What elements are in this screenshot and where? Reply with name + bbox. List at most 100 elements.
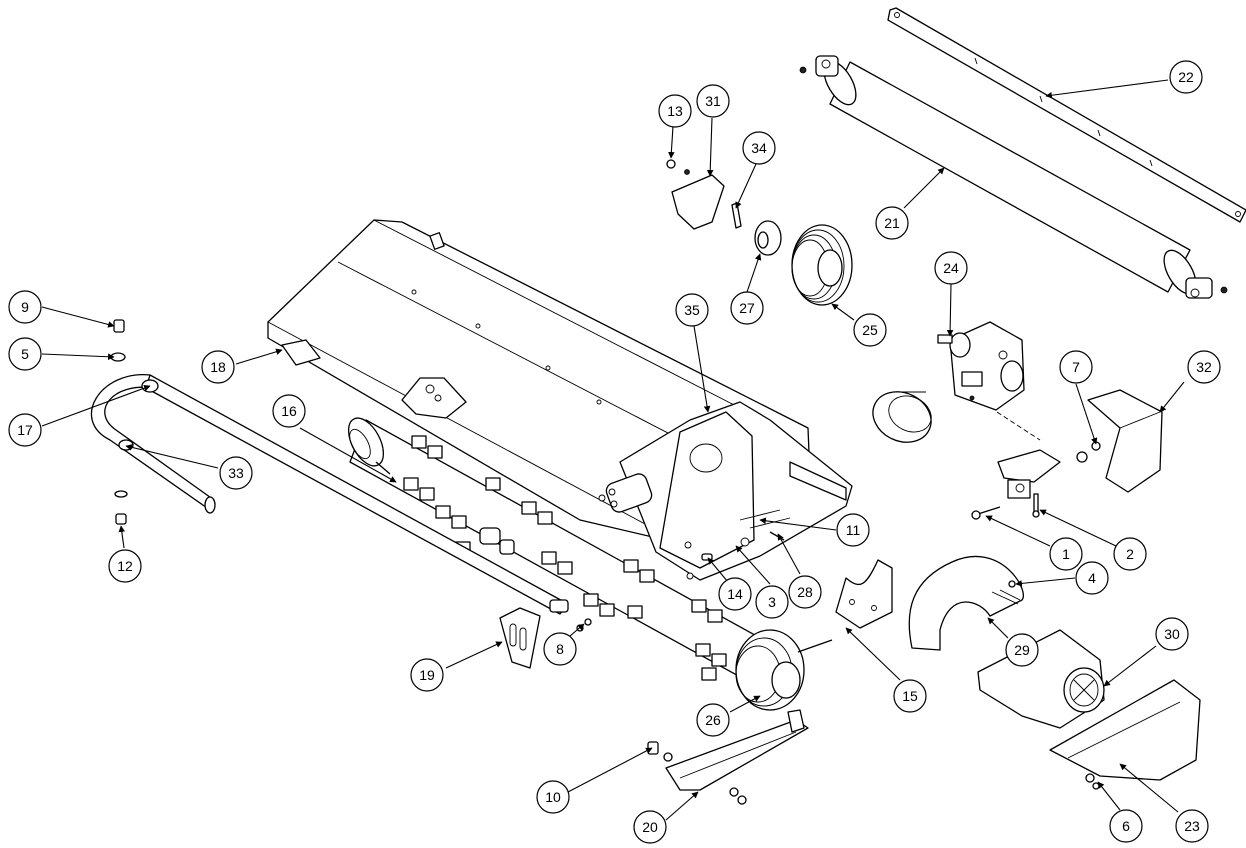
callout-4: 4: [1075, 561, 1109, 595]
callout-20: 20: [633, 810, 667, 844]
part-13-bolt: [666, 159, 690, 175]
leader-35: [693, 325, 711, 413]
callout-25: 25: [853, 313, 887, 347]
callout-1: 1: [1049, 537, 1083, 571]
callout-label-16: 16: [281, 403, 297, 419]
part-17-tube-bar: [90, 374, 569, 615]
part-29-belt-guard: [908, 555, 1024, 651]
part-10-bolt: [647, 741, 673, 762]
leader-33: [125, 444, 219, 469]
leader-19: [445, 641, 503, 669]
callout-15: 15: [893, 679, 927, 713]
leader-8: [569, 623, 585, 637]
callout-label-30: 30: [1164, 626, 1180, 642]
callout-label-6: 6: [1122, 818, 1130, 834]
leader-24: [946, 283, 954, 337]
part-27-bushing: [754, 220, 782, 256]
callout-27: 27: [730, 291, 764, 325]
callout-22: 22: [1169, 60, 1203, 94]
leader-32: [1159, 381, 1185, 413]
callout-label-20: 20: [642, 819, 658, 835]
callout-8: 8: [543, 632, 577, 666]
callout-34: 34: [742, 131, 776, 165]
part-24-gearbox: [937, 321, 1025, 411]
leader-15: [845, 627, 901, 681]
callout-24: 24: [934, 251, 968, 285]
part-1-bolt: [971, 506, 1001, 520]
part-25-pulley: [791, 224, 853, 306]
callout-label-24: 24: [943, 260, 959, 276]
leader-34: [735, 163, 757, 209]
leader-26: [729, 695, 761, 713]
leader-20: [665, 791, 699, 821]
callout-21: 21: [875, 206, 909, 240]
leader-29: [987, 617, 1009, 639]
callout-label-19: 19: [419, 667, 435, 683]
leader-5: [41, 353, 115, 361]
part-12-nut: [114, 490, 128, 525]
part-20-lower-bracket: [665, 709, 809, 791]
callout-label-28: 28: [797, 584, 813, 600]
leader-23: [1119, 763, 1179, 813]
callout-label-3: 3: [768, 594, 776, 610]
part-31-cover-plate: [671, 174, 725, 230]
callout-11: 11: [836, 513, 870, 547]
leader-2: [1039, 509, 1117, 547]
callout-10: 10: [536, 780, 570, 814]
callout-label-10: 10: [545, 789, 561, 805]
rotor-flail-knives: [403, 435, 727, 681]
callout-label-22: 22: [1178, 69, 1194, 85]
leader-lines: [41, 79, 1185, 821]
part-lifting-lug: [401, 377, 467, 419]
callout-29: 29: [1005, 633, 1039, 667]
callout-label-12: 12: [117, 558, 133, 574]
callout-label-15: 15: [902, 688, 918, 704]
callout-label-5: 5: [21, 346, 29, 362]
part-26-drive-pulley: [735, 629, 833, 711]
callout-label-32: 32: [1196, 359, 1212, 375]
callout-label-34: 34: [751, 140, 767, 156]
part-30-screen-cover: [977, 629, 1105, 729]
leader-30: [1103, 645, 1157, 687]
callout-32: 32: [1187, 350, 1221, 384]
callout-label-13: 13: [667, 103, 683, 119]
callout-17: 17: [8, 413, 42, 447]
callout-label-8: 8: [556, 641, 564, 657]
part-22-flat-plate: [887, 7, 1246, 223]
callout-14: 14: [718, 577, 752, 611]
callout-label-23: 23: [1184, 818, 1200, 834]
leader-12: [118, 525, 126, 549]
leader-22: [1045, 79, 1169, 99]
callout-label-1: 1: [1062, 546, 1070, 562]
callout-label-18: 18: [210, 359, 226, 375]
leader-18: [235, 348, 283, 365]
leader-21: [903, 167, 945, 209]
part-23-lower-guard: [1049, 679, 1201, 781]
callout-label-29: 29: [1014, 642, 1030, 658]
leader-13: [668, 125, 675, 159]
callout-13: 13: [658, 94, 692, 128]
callout-2: 2: [1113, 537, 1147, 571]
callout-label-2: 2: [1126, 546, 1134, 562]
part-6-nut: [1085, 773, 1100, 790]
callout-23: 23: [1175, 809, 1209, 843]
leader-6: [1097, 781, 1121, 811]
callout-label-33: 33: [228, 465, 244, 481]
callout-26: 26: [696, 703, 730, 737]
callout-label-7: 7: [1072, 359, 1080, 375]
part-bell-housing: [872, 391, 932, 443]
leader-10: [567, 747, 653, 793]
part-32-bent-bracket: [1087, 389, 1163, 493]
callout-label-27: 27: [739, 300, 755, 316]
leader-27: [746, 253, 762, 293]
callout-28: 28: [788, 575, 822, 609]
leader-14: [707, 557, 729, 583]
callout-7: 7: [1059, 350, 1093, 384]
bracket-nuts: [729, 787, 747, 805]
callout-18: 18: [201, 350, 235, 384]
callout-6: 6: [1109, 809, 1143, 843]
callout-label-14: 14: [727, 586, 743, 602]
callout-label-9: 9: [21, 299, 29, 315]
part-15-small-cover: [835, 559, 893, 629]
